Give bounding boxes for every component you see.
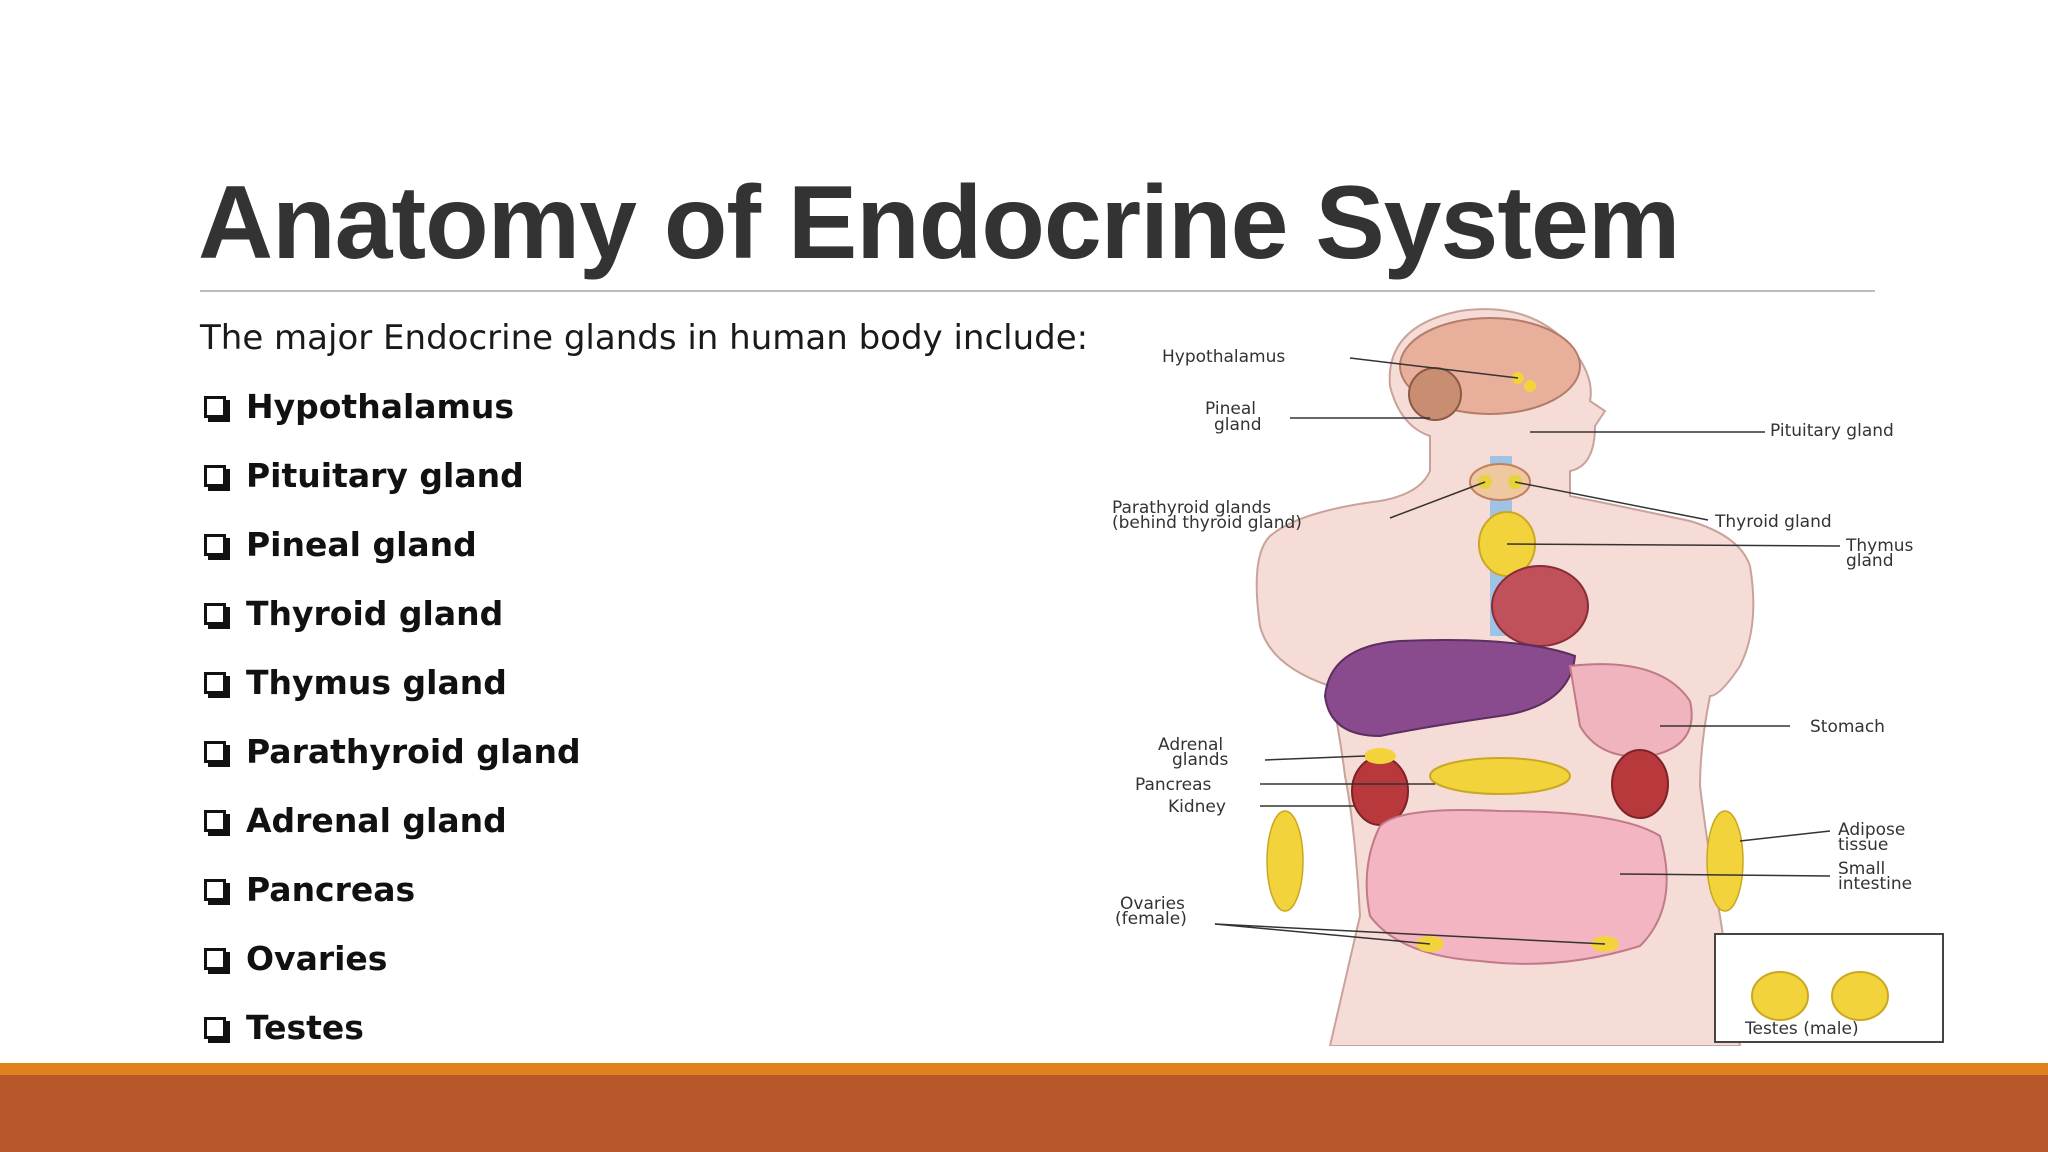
heart xyxy=(1491,565,1589,647)
list-item: Pancreas xyxy=(200,855,581,924)
checkbox-bullet-icon xyxy=(204,395,230,422)
label-thymus-2: gland xyxy=(1846,551,1894,571)
checkbox-bullet-icon xyxy=(204,602,230,629)
adipose-right xyxy=(1706,810,1744,912)
label-kidney: Kidney xyxy=(1168,797,1226,817)
list-item: Hypothalamus xyxy=(200,372,581,441)
cerebellum xyxy=(1408,367,1462,421)
gland-label: Testes xyxy=(246,1008,364,1047)
label-parathyroid: Parathyroid glands xyxy=(1112,498,1271,518)
title-divider xyxy=(200,290,1875,292)
checkbox-bullet-icon xyxy=(204,947,230,974)
footer-accent-bar xyxy=(0,1063,2048,1075)
list-item: Ovaries xyxy=(200,924,581,993)
endocrine-anatomy-figure: Hypothalamus Pineal gland Pituitary glan… xyxy=(1112,308,1944,1046)
adipose-left xyxy=(1266,810,1304,912)
kidney-right xyxy=(1611,749,1669,819)
checkbox-bullet-icon xyxy=(204,809,230,836)
leader-lines xyxy=(1214,357,1841,945)
list-item: Adrenal gland xyxy=(200,786,581,855)
list-item: Thymus gland xyxy=(200,648,581,717)
label-stomach: Stomach xyxy=(1810,717,1885,737)
pituitary-gland xyxy=(1524,380,1536,392)
testis-left xyxy=(1751,971,1809,1021)
gland-label: Hypothalamus xyxy=(246,387,515,426)
list-item: Parathyroid gland xyxy=(200,717,581,786)
pancreas xyxy=(1429,757,1571,795)
checkbox-bullet-icon xyxy=(204,878,230,905)
checkbox-bullet-icon xyxy=(204,671,230,698)
label-pineal: Pineal xyxy=(1205,399,1256,419)
checkbox-bullet-icon xyxy=(204,1016,230,1043)
label-pancreas: Pancreas xyxy=(1135,775,1212,795)
label-testes: Testes (male) xyxy=(1744,1019,1859,1039)
label-small-intestine-2: intestine xyxy=(1838,874,1912,894)
label-pineal-2: gland xyxy=(1214,415,1262,435)
gland-label: Parathyroid gland xyxy=(246,732,581,771)
slide-title: Anatomy of Endocrine System xyxy=(198,165,1680,281)
thyroid-gland xyxy=(1469,463,1531,501)
list-item: Testes xyxy=(200,993,581,1062)
label-adrenal-2: glands xyxy=(1172,750,1228,770)
stomach xyxy=(1568,663,1693,758)
label-adipose: Adipose xyxy=(1838,820,1905,840)
label-thymus: Thymus xyxy=(1845,536,1914,556)
label-thyroid: Thyroid gland xyxy=(1714,512,1832,532)
checkbox-bullet-icon xyxy=(204,533,230,560)
liver xyxy=(1323,639,1577,738)
checkbox-bullet-icon xyxy=(204,740,230,767)
gland-label: Pancreas xyxy=(246,870,416,909)
label-ovaries: Ovaries xyxy=(1120,894,1185,914)
label-pituitary: Pituitary gland xyxy=(1770,421,1894,441)
gland-label: Adrenal gland xyxy=(246,801,507,840)
gland-list: Hypothalamus Pituitary gland Pineal glan… xyxy=(200,372,581,1062)
list-item: Thyroid gland xyxy=(200,579,581,648)
gland-label: Thymus gland xyxy=(246,663,507,702)
label-adrenal: Adrenal xyxy=(1158,735,1223,755)
gland-label: Ovaries xyxy=(246,939,388,978)
checkbox-bullet-icon xyxy=(204,464,230,491)
gland-label: Pituitary gland xyxy=(246,456,524,495)
label-hypothalamus: Hypothalamus xyxy=(1162,347,1285,367)
gland-label: Thyroid gland xyxy=(246,594,504,633)
footer-bar xyxy=(0,1075,2048,1152)
label-parathyroid-2: (behind thyroid gland) xyxy=(1112,513,1302,533)
list-item: Pituitary gland xyxy=(200,441,581,510)
intro-text: The major Endocrine glands in human body… xyxy=(200,318,1089,358)
adrenal-gland xyxy=(1364,748,1396,764)
label-ovaries-2: (female) xyxy=(1115,909,1187,929)
list-item: Pineal gland xyxy=(200,510,581,579)
gland-label: Pineal gland xyxy=(246,525,477,564)
kidney-left xyxy=(1351,756,1409,826)
testis-right xyxy=(1831,971,1889,1021)
intestines xyxy=(1365,809,1668,965)
label-small-intestine: Small xyxy=(1838,859,1885,879)
label-adipose-2: tissue xyxy=(1838,835,1888,855)
